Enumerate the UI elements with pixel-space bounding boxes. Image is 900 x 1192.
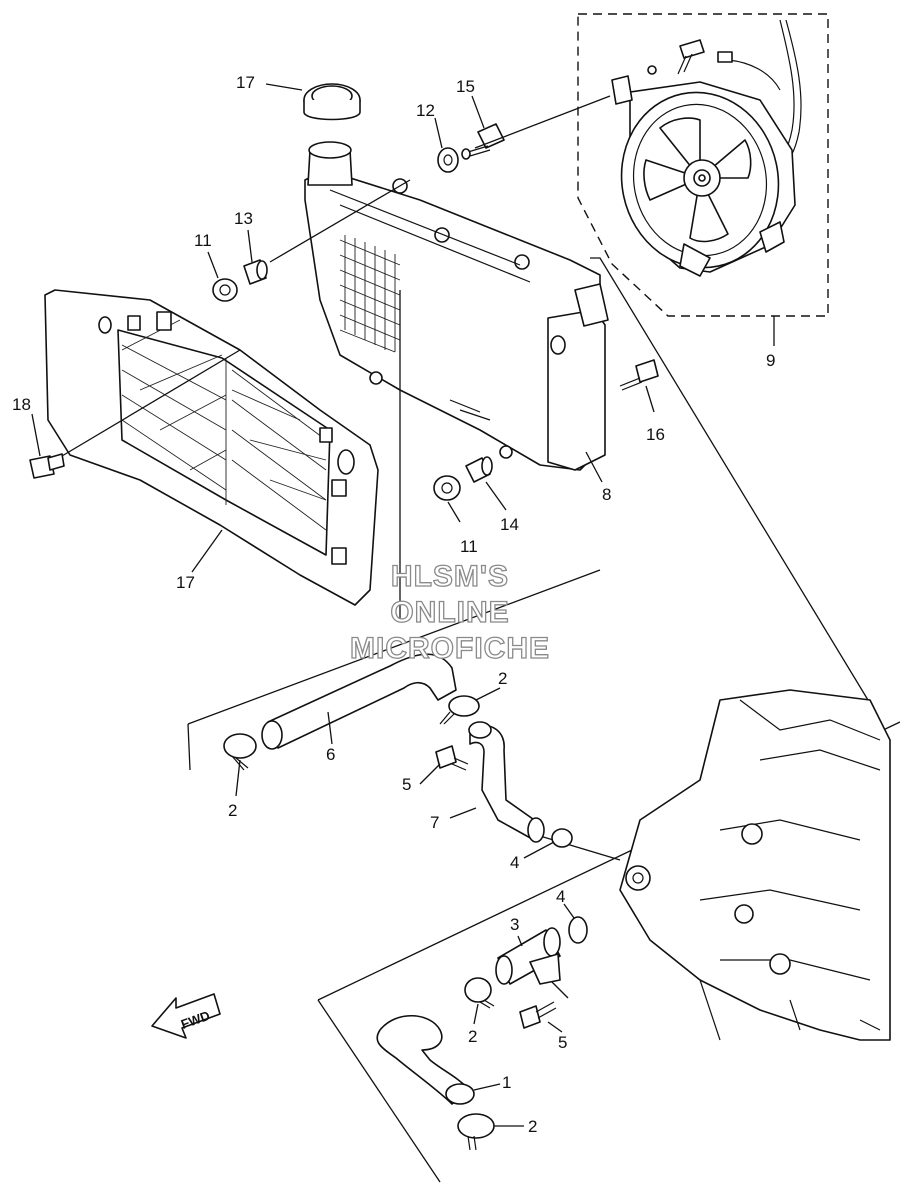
callout-5-upper: 5 (402, 775, 411, 794)
callout-4-lower: 4 (556, 887, 565, 906)
callout-2-bottom: 2 (528, 1117, 537, 1136)
engine-block (619, 689, 891, 1041)
callout-14: 14 (500, 515, 519, 534)
bolt-16 (619, 359, 659, 391)
callout-3: 3 (510, 915, 519, 934)
radiator (304, 141, 609, 471)
grommet-11-top (212, 278, 238, 302)
fan-assembly-box (577, 13, 829, 317)
clamp-2-left (223, 733, 257, 771)
callout-7: 7 (430, 813, 439, 832)
radiator-cap (303, 83, 361, 121)
callout-leaders (31, 83, 775, 1127)
callout-9: 9 (766, 351, 775, 370)
callout-numbers: 17 12 15 11 13 18 17 11 14 8 16 9 2 2 6 … (12, 73, 775, 1136)
bolt-5-upper (435, 745, 469, 771)
callout-11-bottom: 11 (460, 537, 478, 556)
callout-2-upper-right: 2 (498, 669, 507, 688)
callout-5-lower: 5 (558, 1033, 567, 1052)
watermark-line-3: MICROFICHE (350, 632, 550, 665)
bolt-15 (461, 123, 505, 160)
callout-17: 17 (176, 573, 195, 592)
fan-motor-assembly (611, 19, 802, 277)
collar-14 (465, 456, 493, 483)
grommet-12 (437, 147, 459, 173)
clamp-2-bottom (457, 1113, 495, 1151)
callout-15: 15 (456, 77, 475, 96)
callout-2-lower-middle: 2 (468, 1027, 477, 1046)
watermark: HLSM'S ONLINE MICROFICHE (349, 559, 550, 665)
pipe-7 (468, 721, 545, 843)
o-ring-4-lower (568, 916, 588, 944)
o-ring-4-upper (551, 828, 573, 848)
watermark-line-2: ONLINE (390, 596, 509, 629)
callout-6: 6 (326, 745, 335, 764)
callout-2-left: 2 (228, 801, 237, 820)
forward-direction-arrow: FWD (151, 993, 221, 1039)
callout-11-top: 11 (194, 231, 212, 250)
radiator-guard (44, 289, 379, 606)
callout-18: 18 (12, 395, 31, 414)
callout-12: 12 (416, 101, 435, 120)
callout-13: 13 (234, 209, 253, 228)
callout-1: 1 (502, 1073, 511, 1092)
clamp-2-upper-right (439, 695, 480, 725)
rivet-18 (29, 453, 65, 479)
watermark-line-1: HLSM'S (391, 560, 509, 593)
grommet-11-bottom (433, 475, 461, 501)
callout-4-upper: 4 (510, 853, 519, 872)
bolt-5-lower (519, 1001, 557, 1029)
hose-1 (376, 1015, 475, 1105)
clamp-2-lower-middle (464, 977, 495, 1009)
pipe-3 (495, 927, 561, 985)
collar-13 (243, 259, 268, 285)
hose-6 (261, 653, 457, 750)
callout-10: 17 (236, 73, 255, 92)
callout-16: 16 (646, 425, 665, 444)
callout-8: 8 (602, 485, 611, 504)
